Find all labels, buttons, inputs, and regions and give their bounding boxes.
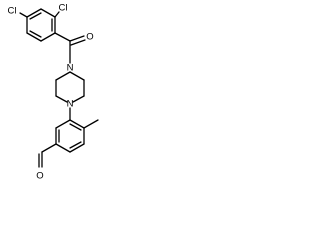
chlorine-left-label: Cl [8, 6, 17, 17]
piperazine-ring [55, 71, 85, 103]
piperazine-n-top-label: N [67, 63, 74, 74]
bond-ring-to-cl-top [54, 11, 60, 18]
dichlorophenyl-ring [26, 8, 56, 42]
carbonyl-group [54, 32, 86, 64]
aldehyde-group [38, 143, 57, 168]
methyl-bond [83, 119, 99, 129]
methylbenzaldehyde-ring [55, 119, 85, 153]
carbonyl-oxygen-label: O [86, 32, 93, 43]
bond-ring-to-cl-left [19, 12, 28, 18]
chlorine-top-label: Cl [59, 3, 68, 14]
chemical-structure-diagram: Cl Cl O N N O [8, 3, 99, 182]
piperazine-n-bottom-label: N [67, 99, 74, 110]
aldehyde-oxygen-label: O [36, 171, 43, 182]
